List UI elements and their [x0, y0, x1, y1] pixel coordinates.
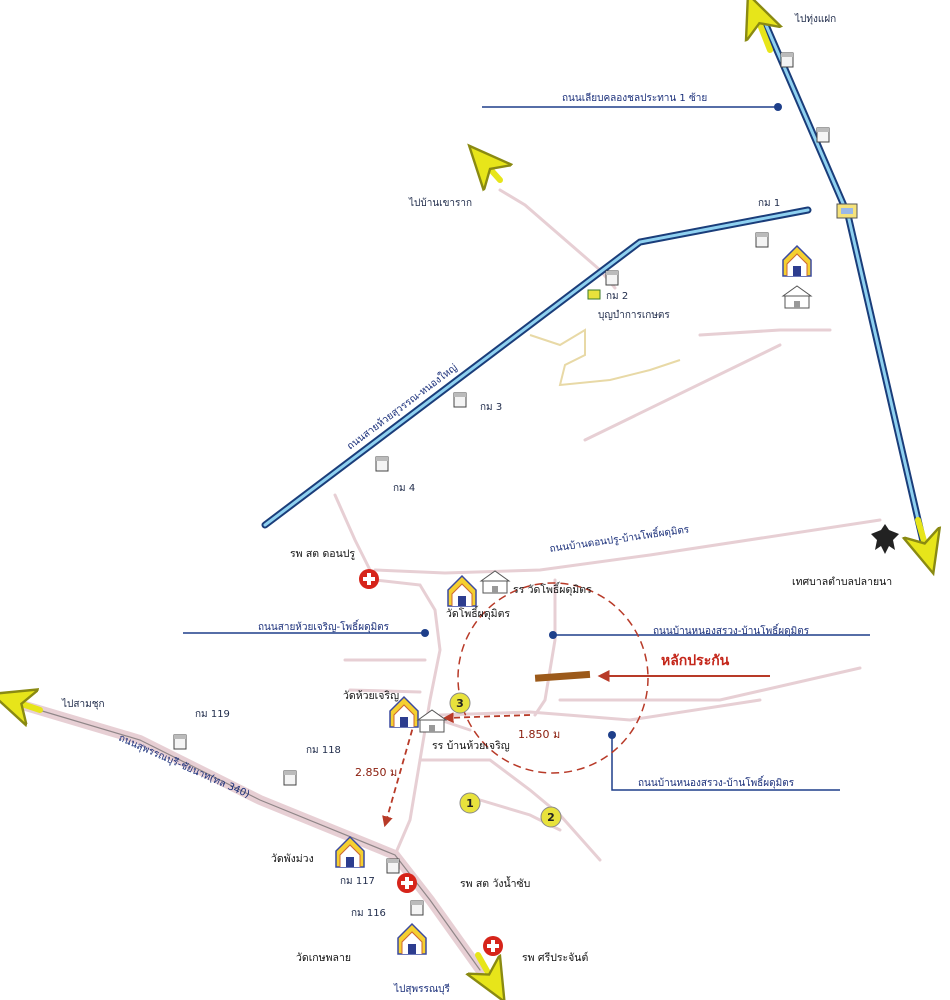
label-km4: กม 4	[393, 483, 415, 494]
km-post-icon	[755, 232, 769, 248]
direction-arrows	[10, 12, 928, 985]
km-post-icon	[816, 127, 830, 143]
main-highways	[17, 14, 929, 975]
km-post-icon	[605, 270, 619, 286]
label-km116: กม 116	[351, 908, 386, 919]
label-km118: กม 118	[306, 745, 341, 756]
office-icon	[836, 203, 858, 219]
label-road-huaicharoen-pho: ถนนสายห้วยเจริญ-โพธิ์ผดุมิตร	[258, 619, 390, 633]
label-tessaban: เทศบาลตำบลปลายนา	[792, 576, 892, 588]
dirt-track	[529, 328, 681, 387]
garuda-emblem-icon	[871, 524, 899, 554]
school-icon	[417, 709, 447, 733]
km-post-icon	[780, 52, 794, 68]
direction-arrow-icon	[482, 160, 500, 180]
label-wat-huai-charoen: วัดห้วยเจริญ	[343, 690, 399, 702]
numbered-points: 3 1 2	[449, 692, 562, 828]
map-labels: ไปทุ่งแฝก ถนนเลียบคลองชลประทาน 1 ซ้าย ไป…	[61, 13, 892, 995]
km-post-icon	[173, 734, 187, 750]
label-lak-prakan: หลักประกัน	[661, 653, 730, 669]
label-km119: กม 119	[195, 709, 230, 720]
distance-lines	[382, 712, 531, 828]
direction-arrow-icon	[755, 12, 770, 53]
label-km3: กม 3	[480, 402, 502, 413]
label-dist-1850: 1.850 ม	[518, 728, 560, 741]
label-to-sam-chuk: ไปสามชุก	[61, 698, 105, 710]
label-wat-phang-muang: วัดพังม่วง	[271, 853, 314, 865]
school-icon	[480, 570, 510, 594]
km-post-icon	[283, 770, 297, 786]
label-road-donprue-pho: ถนนบ้านดอนปรู-บ้านโพธิ์ผดุมิตร	[548, 521, 690, 555]
km-post-icon	[453, 392, 467, 408]
label-to-thung-faek: ไปทุ่งแฝก	[794, 13, 836, 25]
label-bunbamrung: บุญบำการเกษตร	[598, 310, 670, 321]
label-hosp-wang-nam-sap: รพ สต วังน้ำซับ	[460, 876, 530, 890]
hospital-cross-icon	[359, 569, 379, 589]
km-post-icon	[386, 858, 400, 874]
label-road-huai-nongyai: ถนนสายห้วยสุวรรณ-หนองใหญ่	[345, 362, 460, 453]
km-post-icon	[410, 900, 424, 916]
label-road-nongsawong-pho2: ถนนบ้านหนองสรวง-บ้านโพธิ์ผดุมิตร	[638, 775, 795, 789]
junction-dots	[421, 103, 782, 739]
label-to-ban-khao-rak: ไปบ้านเขาราก	[408, 197, 472, 209]
school-icon	[782, 285, 812, 309]
label-road-canal: ถนนเลียบคลองชลประทาน 1 ซ้าย	[562, 92, 707, 104]
survey-circle	[457, 582, 649, 774]
hospital-cross-icon	[483, 936, 503, 956]
label-wat-kasem: วัดเกษพลาย	[296, 952, 351, 964]
local-roads	[333, 188, 882, 862]
label-hosp-si-prachan: รพ ศรีประจันต์	[522, 951, 588, 964]
direction-arrow-icon	[10, 700, 43, 710]
label-school-wat-pho: รร วัดโพธิ์ผดุมิตร	[513, 581, 592, 596]
hospital-cross-icon	[397, 873, 417, 893]
point-3-label: 3	[456, 697, 464, 710]
label-wat-pho: วัดโพธิ์ผดุมิตร	[446, 605, 510, 620]
temple-icon	[397, 923, 427, 955]
agri-marker-icon	[587, 289, 601, 300]
temple-icon	[447, 575, 477, 607]
point-1-label: 1	[466, 797, 474, 810]
direction-arrow-icon	[918, 517, 928, 555]
label-dist-2850: 2.850 ม	[355, 766, 397, 779]
direction-arrow-icon	[478, 952, 495, 985]
label-road-nongsawong-pho: ถนนบ้านหนองสรวง-บ้านโพธิ์ผดุมิตร	[653, 623, 810, 637]
temple-icon	[782, 245, 812, 277]
point-2-label: 2	[547, 811, 555, 824]
lak-prakan-marker	[534, 670, 591, 682]
annotation-lines	[183, 106, 870, 791]
km-post-icon	[375, 456, 389, 472]
label-km117: กม 117	[340, 876, 375, 887]
label-school-huai-charoen: รร บ้านห้วยเจริญ	[432, 740, 510, 752]
label-km1: กม 1	[758, 198, 780, 209]
label-km2: กม 2	[606, 291, 628, 302]
label-hosp-donprue: รพ สต ดอนปรู	[290, 548, 355, 560]
label-to-suphanburi: ไปสุพรรณบุรี	[393, 983, 450, 995]
